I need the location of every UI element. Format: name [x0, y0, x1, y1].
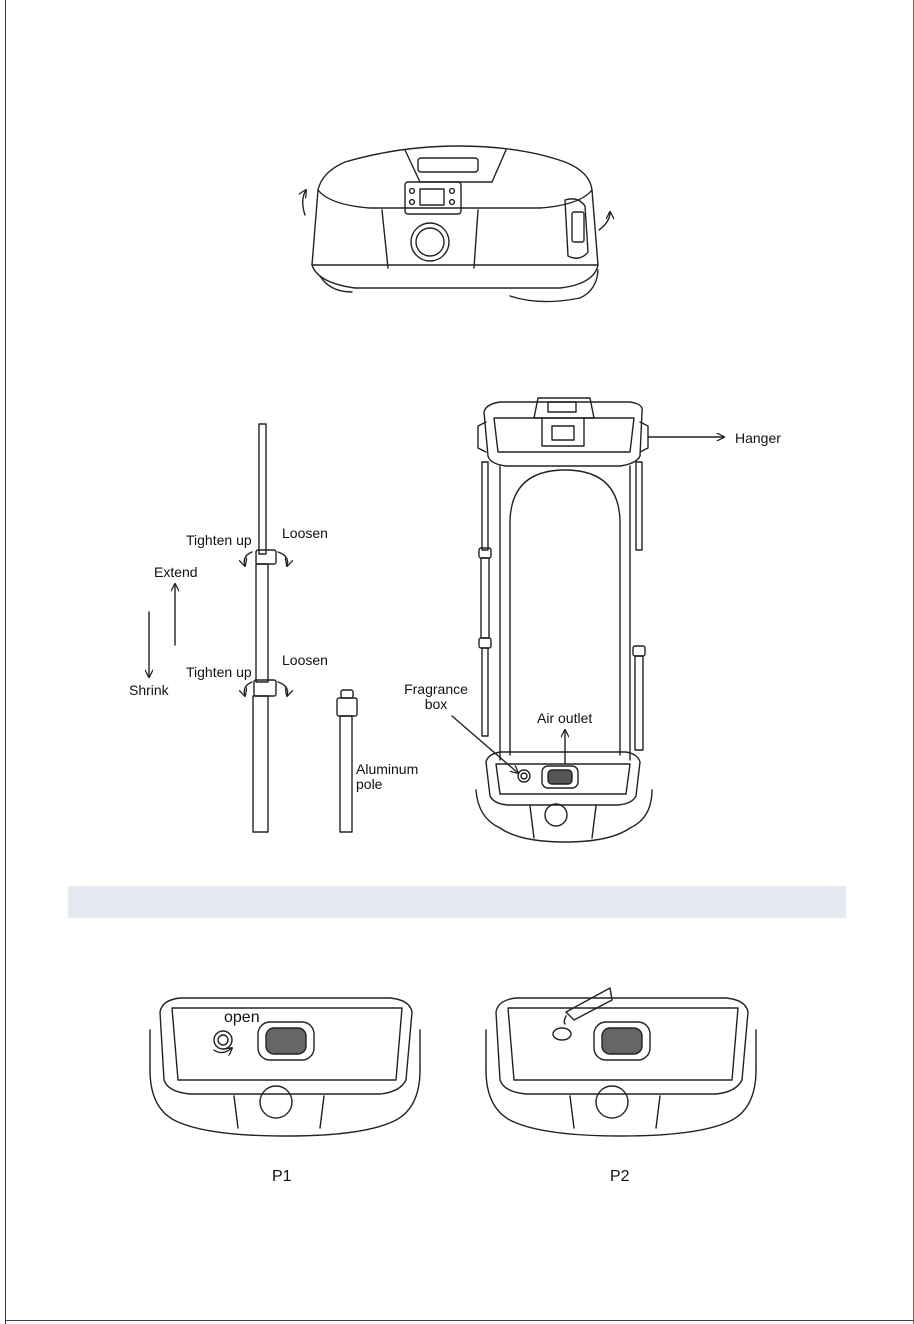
aluminum-pole-label-line1: Aluminum: [356, 762, 418, 777]
loosen-lower-label: Loosen: [282, 653, 328, 668]
extend-label: Extend: [154, 565, 198, 580]
air-outlet-label: Air outlet: [537, 711, 592, 726]
aluminum-pole-label: Aluminum pole: [356, 762, 418, 792]
loosen-upper-label: Loosen: [282, 526, 328, 541]
aluminum-pole-label-line2: pole: [356, 777, 418, 792]
aluminum-pole-illustration: [337, 690, 357, 832]
p2-illustration: [486, 988, 756, 1136]
hanger-label: Hanger: [735, 431, 781, 446]
assembled-unit-illustration: [452, 398, 724, 842]
tighten-up-lower-label: Tighten up: [186, 665, 252, 680]
fragrance-box-label: Fragrance box: [400, 682, 472, 712]
closed-unit-illustration: [303, 146, 610, 302]
telescopic-pole-illustration: [149, 424, 288, 832]
fragrance-box-label-line1: Fragrance: [400, 682, 472, 697]
p1-illustration: [150, 998, 420, 1136]
open-label: open: [224, 1010, 260, 1025]
shrink-label: Shrink: [129, 683, 169, 698]
tighten-up-upper-label: Tighten up: [186, 533, 252, 548]
fragrance-box-label-line2: box: [400, 697, 472, 712]
p2-caption: P2: [610, 1169, 630, 1184]
p1-caption: P1: [272, 1169, 292, 1184]
